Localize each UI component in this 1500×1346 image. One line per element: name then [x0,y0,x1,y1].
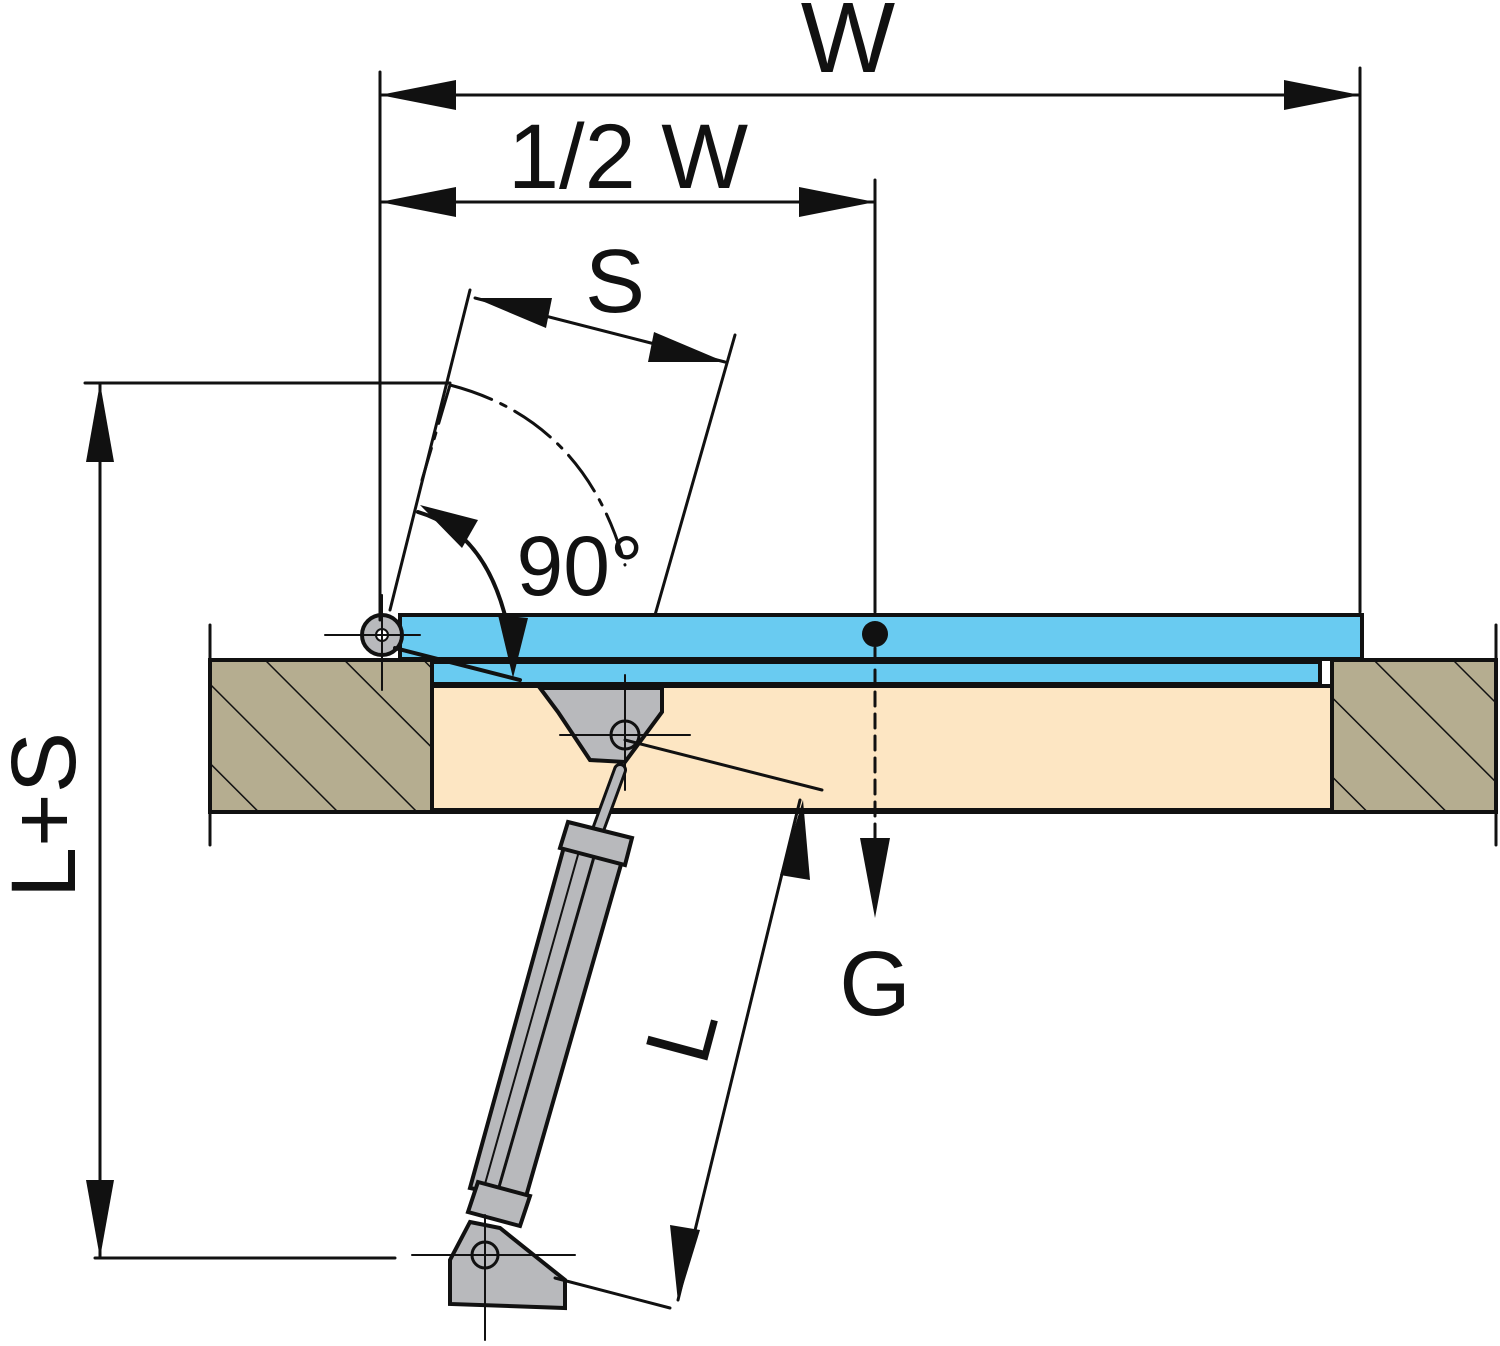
arrow-down-icon [498,615,528,678]
dimension-l-plus-s: L+S [0,381,452,1260]
total-height-label: L+S [0,732,95,898]
right-wall [1330,623,1498,847]
gravity-point-icon [862,621,888,647]
arrow-right-icon [799,187,875,217]
arrow-right-icon [648,332,725,362]
arrow-left-icon [420,505,478,548]
width-label: W [801,0,896,94]
arrow-up-icon [780,800,810,880]
left-wall [208,623,434,847]
arrow-down-icon [86,1180,114,1258]
gas-strut [411,674,824,1341]
angle-indicator: 90° [416,383,644,678]
lid-hinge-icon [324,594,522,691]
center-of-gravity: G [839,621,911,1035]
gravity-label: G [839,933,911,1035]
dimension-w: W [378,0,1362,622]
arrow-left-icon [475,298,552,328]
stroke-label: S [585,232,645,332]
arrow-down-icon [670,1225,700,1302]
length-label: L [626,997,738,1073]
arrow-left-icon [380,187,456,217]
dimension-half-w: 1/2 W [378,106,877,614]
arrow-up-icon [86,383,114,462]
arrow-down-icon [860,838,890,918]
arrow-right-icon [1284,80,1360,110]
half-width-label: 1/2 W [508,106,748,208]
arrow-left-icon [380,80,456,110]
dimension-s: S [388,232,737,617]
angle-label: 90° [516,519,643,613]
